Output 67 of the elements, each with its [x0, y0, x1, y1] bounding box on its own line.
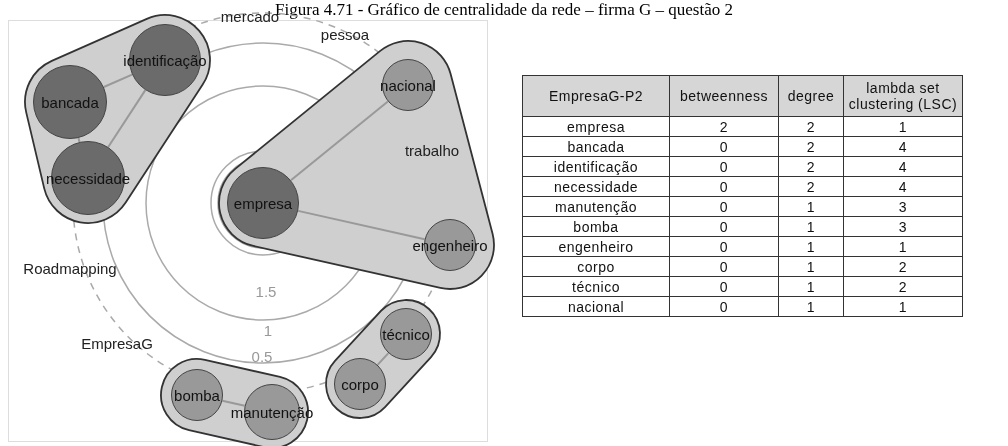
table-cell: 2: [669, 116, 779, 137]
table-cell: técnico: [522, 276, 670, 297]
node-label: corpo: [341, 375, 379, 393]
table-cell: 1: [778, 236, 844, 257]
table-cell: 3: [843, 196, 963, 217]
ring-value: 0.5: [251, 347, 273, 365]
table-cell: 0: [669, 296, 779, 317]
table-cell: 0: [669, 216, 779, 237]
node-label: bancada: [41, 93, 99, 111]
ring-value: 1: [263, 321, 273, 339]
node-label: engenheiro: [412, 236, 488, 254]
table-cell: 0: [669, 156, 779, 177]
table-cell: 0: [669, 196, 779, 217]
node-label: trabalho: [404, 141, 460, 159]
table-cell: 1: [843, 296, 963, 317]
connector-line: [297, 209, 426, 241]
column-header: EmpresaG-P2: [522, 75, 670, 117]
table-cell: 1: [778, 256, 844, 277]
column-header: lambda set clustering (LSC): [843, 75, 963, 117]
column-header: betweenness: [669, 75, 779, 117]
table-cell: 0: [669, 136, 779, 157]
table-cell: 2: [778, 116, 844, 137]
table-cell: corpo: [522, 256, 670, 277]
table-cell: manutenção: [522, 196, 670, 217]
connector-line: [77, 137, 81, 143]
node-label: EmpresaG: [81, 334, 153, 352]
table-cell: identificação: [522, 156, 670, 177]
table-cell: 2: [778, 136, 844, 157]
table-cell: 4: [843, 176, 963, 197]
table-cell: 1: [778, 216, 844, 237]
table-cell: 1: [778, 296, 844, 317]
table-cell: 1: [843, 116, 963, 137]
table-cell: 0: [669, 236, 779, 257]
table-cell: 2: [843, 256, 963, 277]
connector-line: [107, 89, 147, 148]
node-label: pessoa: [320, 25, 370, 43]
table-cell: bancada: [522, 136, 670, 157]
table-cell: 4: [843, 156, 963, 177]
table-cell: empresa: [522, 116, 670, 137]
node-label: técnico: [382, 325, 430, 343]
table-cell: 2: [778, 176, 844, 197]
ring-value: 1.5: [255, 282, 277, 300]
node-label: bomba: [174, 386, 220, 404]
table-cell: 3: [843, 216, 963, 237]
table-cell: 1: [778, 196, 844, 217]
connector-line: [376, 352, 390, 366]
table-cell: bomba: [522, 216, 670, 237]
column-header: degree: [778, 75, 844, 117]
table-cell: 4: [843, 136, 963, 157]
table-cell: 2: [778, 156, 844, 177]
table-cell: 0: [669, 256, 779, 277]
connector-line: [102, 73, 134, 89]
table-cell: engenheiro: [522, 236, 670, 257]
connector-line: [221, 399, 246, 407]
table-cell: 0: [669, 276, 779, 297]
node-label: empresa: [233, 194, 293, 212]
table-cell: 0: [669, 176, 779, 197]
node-label: Roadmapping: [23, 259, 117, 277]
cluster-hull: [324, 298, 442, 420]
cluster-hull: [23, 13, 212, 225]
table-cell: 1: [843, 236, 963, 257]
table-cell: 1: [778, 276, 844, 297]
table-cell: nacional: [522, 296, 670, 317]
node-label: nacional: [380, 76, 436, 94]
table-cell: 2: [843, 276, 963, 297]
connector-line: [289, 100, 389, 182]
table-cell: necessidade: [522, 176, 670, 197]
